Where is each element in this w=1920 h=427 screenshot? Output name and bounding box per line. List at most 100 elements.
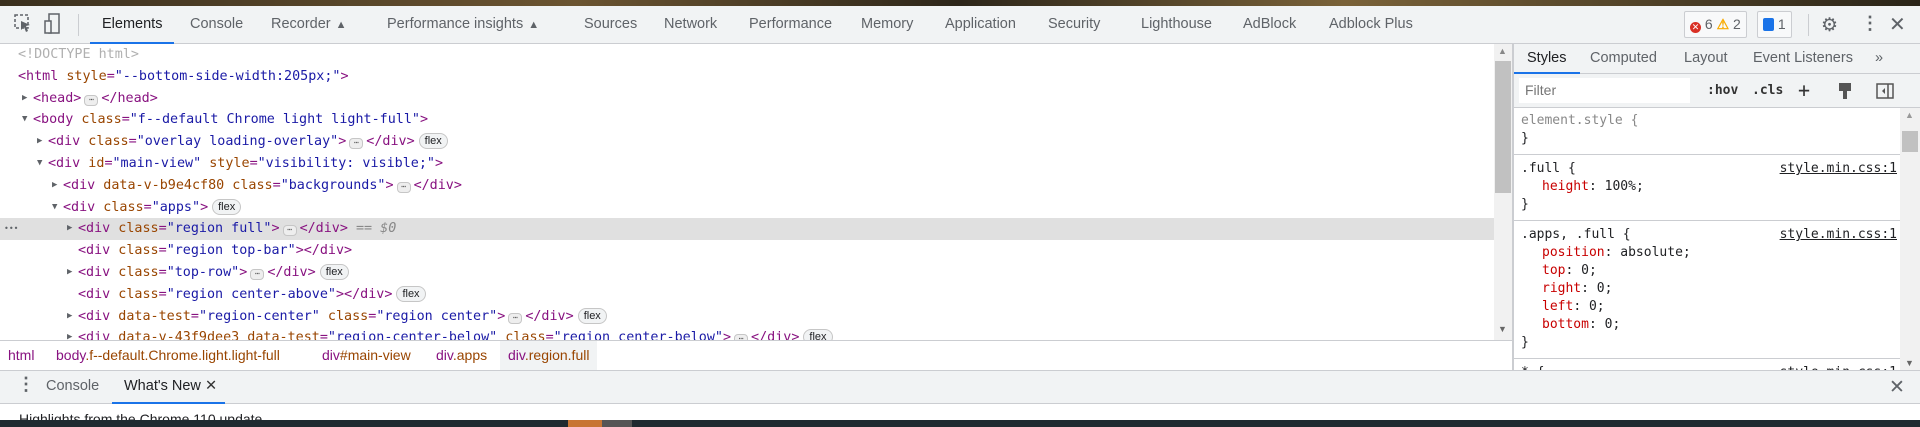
inspect-element-icon[interactable]: [14, 14, 30, 32]
close-drawer-icon[interactable]: ✕: [1889, 377, 1905, 398]
expand-ellipsis-button[interactable]: ⋯: [250, 269, 265, 280]
dom-node-row[interactable]: <!DOCTYPE html>: [0, 44, 1494, 66]
scroll-up-icon[interactable]: ▲: [1905, 110, 1914, 120]
dom-node-row[interactable]: ▼<body class="f--default Chrome light li…: [0, 109, 1494, 131]
breadcrumb-item[interactable]: div.region.full: [500, 341, 598, 370]
collapsed-arrow-icon[interactable]: ▶: [52, 179, 58, 190]
settings-icon[interactable]: ⚙: [1821, 15, 1839, 36]
drawer-tab-whats-new[interactable]: What's New ✕: [112, 371, 226, 404]
breadcrumb-item[interactable]: div#main-view: [314, 341, 419, 370]
expand-ellipsis-button[interactable]: ⋯: [349, 138, 364, 150]
dom-node-row[interactable]: ▶<div data-v-43f9dee3 data-test="region-…: [0, 327, 1494, 340]
expand-ellipsis-button[interactable]: ⋯: [508, 312, 523, 324]
breadcrumb-item[interactable]: div.apps: [428, 341, 495, 370]
collapsed-arrow-icon[interactable]: ▶: [37, 136, 43, 147]
flex-badge[interactable]: flex: [803, 329, 833, 340]
expand-ellipsis-button[interactable]: ⋯: [396, 181, 411, 193]
expand-ellipsis-button[interactable]: ⋯: [84, 94, 99, 106]
device-toolbar-icon[interactable]: [44, 13, 60, 40]
collapsed-arrow-icon[interactable]: ▶: [67, 223, 73, 234]
flex-badge[interactable]: flex: [396, 285, 426, 302]
flex-badge[interactable]: flex: [418, 133, 448, 150]
dom-node-row[interactable]: •••▶<div class="region full">⋯</div> == …: [0, 218, 1494, 241]
expanded-arrow-icon[interactable]: ▼: [22, 114, 28, 125]
toggle-sidebar-icon[interactable]: [1876, 83, 1894, 104]
dom-node-row[interactable]: ▼<div id="main-view" style="visibility: …: [0, 153, 1494, 175]
breadcrumb-item[interactable]: body.f--default.Chrome.light.light-full: [48, 341, 288, 370]
dom-node-row[interactable]: <html style="--bottom-side-width:205px;"…: [0, 66, 1494, 88]
more-tabs-chevron-icon[interactable]: »: [1875, 44, 1883, 74]
flex-badge[interactable]: flex: [212, 198, 242, 215]
tab-sources[interactable]: Sources: [584, 6, 637, 44]
taskbar-app-icon[interactable]: [568, 420, 602, 427]
rule-selector[interactable]: * {: [1521, 364, 1544, 370]
scroll-up-icon[interactable]: ▲: [1498, 46, 1507, 56]
elements-scrollbar[interactable]: ▲ ▼: [1494, 44, 1512, 340]
tab-performance[interactable]: Performance: [749, 6, 832, 44]
expand-ellipsis-button[interactable]: ⋯: [734, 334, 749, 340]
collapsed-arrow-icon[interactable]: ▶: [22, 92, 28, 103]
styles-tab-layout[interactable]: Layout: [1684, 44, 1728, 74]
tab-adblock-plus[interactable]: Adblock Plus: [1329, 6, 1413, 44]
rule-source-link[interactable]: style.min.css:1: [1779, 227, 1897, 242]
dom-node-row[interactable]: ▶<div data-test="region-center" class="r…: [0, 306, 1494, 328]
scroll-down-icon[interactable]: ▼: [1498, 324, 1507, 334]
style-property[interactable]: height: 100%;: [1542, 178, 1644, 196]
tab-elements[interactable]: Elements: [90, 6, 175, 44]
style-property[interactable]: position: absolute;: [1542, 244, 1691, 262]
close-tab-icon[interactable]: ✕: [204, 378, 218, 394]
issues-counter[interactable]: ✕ 6 ⚠ 2: [1684, 11, 1747, 38]
pane-splitter[interactable]: [1512, 44, 1514, 370]
dom-node-row[interactable]: ▶<div data-v-b9e4cf80 class="backgrounds…: [0, 175, 1494, 197]
styles-tab-styles[interactable]: Styles: [1514, 44, 1580, 74]
collapsed-arrow-icon[interactable]: ▶: [67, 332, 73, 340]
rule-selector[interactable]: .full {: [1521, 161, 1576, 176]
tab-security[interactable]: Security: [1048, 6, 1100, 44]
dom-node-row[interactable]: <div class="region top-bar"></div>: [0, 240, 1494, 262]
scrollbar-thumb[interactable]: [1902, 131, 1918, 152]
tab-network[interactable]: Network: [664, 6, 717, 44]
messages-counter[interactable]: 1: [1757, 11, 1792, 38]
dom-node-row[interactable]: <div class="region center-above"></div>f…: [0, 284, 1494, 306]
dom-node-row[interactable]: ▶<head>⋯</head>: [0, 88, 1494, 110]
style-property[interactable]: left: 0;: [1542, 298, 1605, 316]
drawer-tab-console[interactable]: Console: [46, 371, 99, 404]
tab-console[interactable]: Console: [190, 6, 243, 44]
style-property[interactable]: bottom: 0;: [1542, 316, 1620, 334]
collapsed-arrow-icon[interactable]: ▶: [67, 310, 73, 321]
paint-brush-icon[interactable]: [1838, 82, 1852, 105]
tab-recorder[interactable]: Recorder▲: [271, 6, 347, 44]
dom-node-row[interactable]: ▶<div class="overlay loading-overlay">⋯<…: [0, 131, 1494, 153]
flex-badge[interactable]: flex: [577, 307, 607, 324]
tab-memory[interactable]: Memory: [861, 6, 913, 44]
close-icon[interactable]: ✕: [1889, 14, 1906, 36]
expanded-arrow-icon[interactable]: ▼: [52, 201, 58, 212]
dom-node-row[interactable]: ▶<div class="top-row">⋯</div>flex: [0, 262, 1494, 284]
new-rule-button[interactable]: +: [1798, 78, 1811, 102]
taskbar-app-icon[interactable]: [602, 420, 632, 427]
dom-node-row[interactable]: ▼<div class="apps">flex: [0, 197, 1494, 219]
flex-badge[interactable]: flex: [319, 264, 349, 280]
rule-source-link[interactable]: style.min.css:1: [1780, 364, 1897, 370]
styles-filter-input[interactable]: [1519, 78, 1690, 103]
drawer-menu-icon[interactable]: ⋮: [17, 374, 35, 394]
breadcrumb-item[interactable]: html: [0, 341, 42, 370]
scrollbar-thumb[interactable]: [1495, 61, 1511, 193]
rule-selector[interactable]: element.style {: [1521, 113, 1639, 128]
more-vertical-icon[interactable]: ⋮: [1861, 13, 1879, 33]
tab-adblock[interactable]: AdBlock: [1243, 6, 1296, 44]
rule-source-link[interactable]: style.min.css:1: [1779, 161, 1897, 176]
style-property[interactable]: right: 0;: [1542, 280, 1612, 298]
expanded-arrow-icon[interactable]: ▼: [37, 158, 43, 168]
scroll-down-icon[interactable]: ▼: [1905, 358, 1914, 368]
row-actions-icon[interactable]: •••: [4, 224, 19, 234]
tab-lighthouse[interactable]: Lighthouse: [1141, 6, 1212, 44]
expand-ellipsis-button[interactable]: ⋯: [282, 225, 297, 237]
styles-scrollbar[interactable]: ▲ ▼: [1900, 108, 1920, 370]
styles-tab-computed[interactable]: Computed: [1590, 44, 1657, 74]
hover-state-button[interactable]: :hov: [1707, 83, 1739, 98]
rule-selector[interactable]: .apps, .full {: [1521, 227, 1631, 242]
tab-application[interactable]: Application: [945, 6, 1016, 44]
class-toggle-button[interactable]: .cls: [1752, 83, 1784, 98]
style-property[interactable]: top: 0;: [1542, 262, 1597, 280]
